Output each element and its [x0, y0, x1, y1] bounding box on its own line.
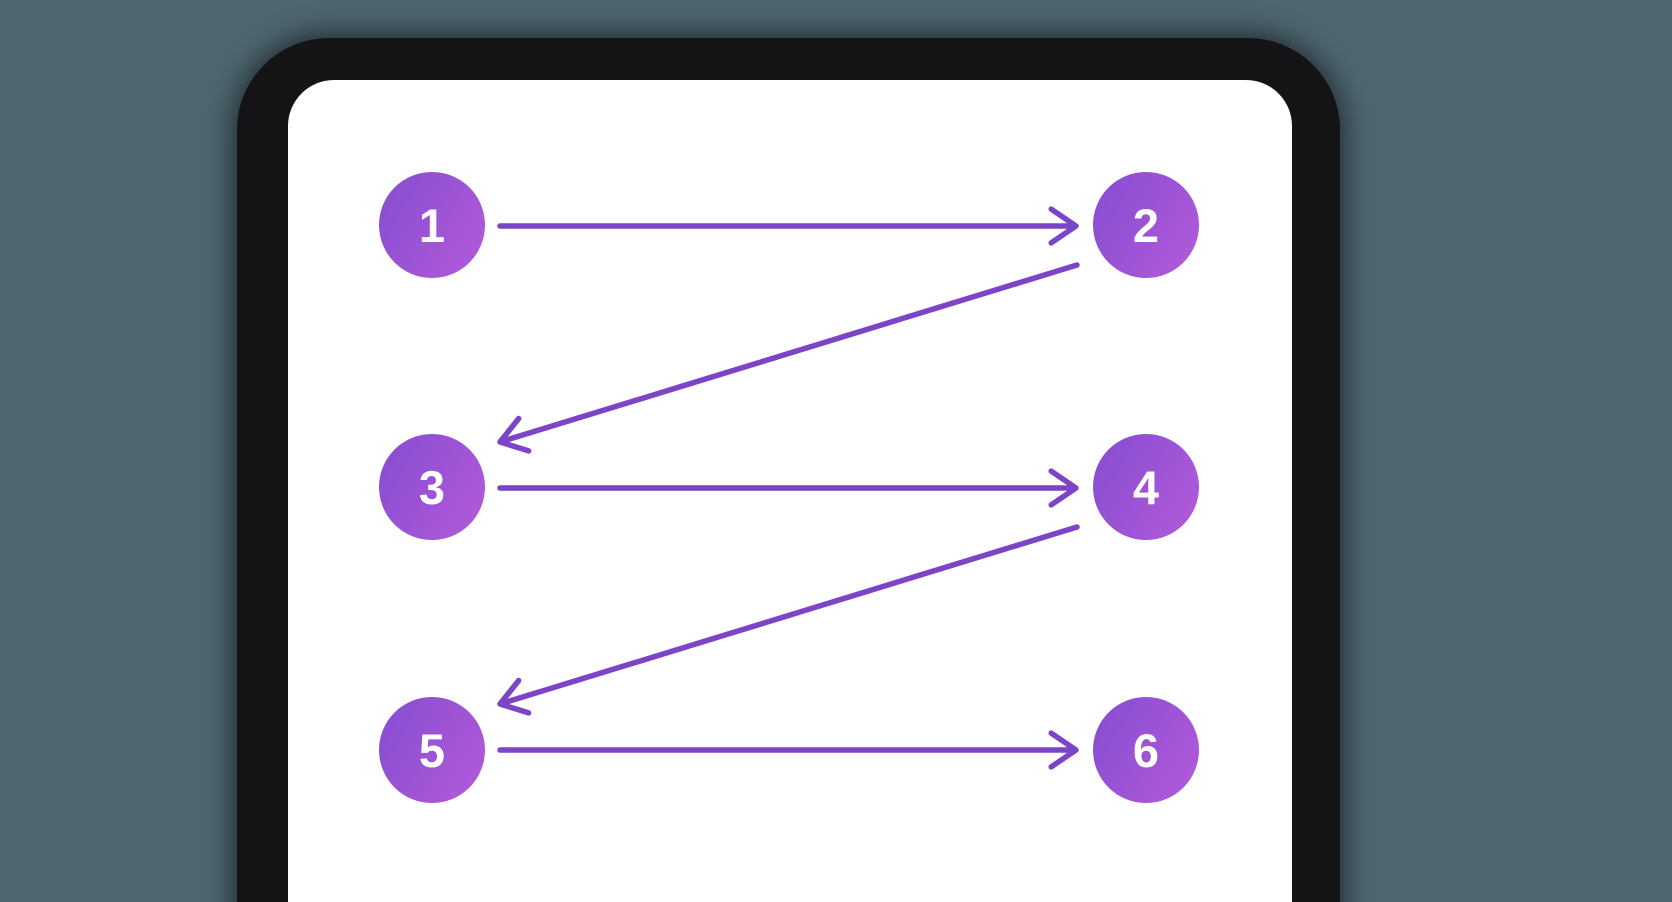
step-node-label: 4: [1132, 460, 1160, 514]
step-node-label: 3: [418, 460, 446, 514]
step-node-label: 1: [418, 198, 446, 252]
step-node-5: 5: [379, 697, 485, 803]
step-node-4: 4: [1093, 434, 1199, 540]
step-node-1: 1: [379, 172, 485, 278]
step-node-label: 6: [1132, 723, 1160, 777]
step-node-3: 3: [379, 434, 485, 540]
step-node-label: 5: [418, 723, 446, 777]
step-node-2: 2: [1093, 172, 1199, 278]
step-node-6: 6: [1093, 697, 1199, 803]
step-node-label: 2: [1132, 198, 1160, 252]
